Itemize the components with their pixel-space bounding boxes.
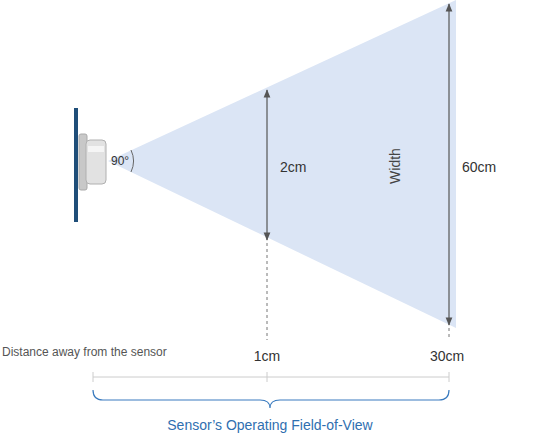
dimension-label: 2cm <box>280 160 306 174</box>
sensor-body <box>86 140 106 184</box>
axis-tick <box>267 372 268 382</box>
dimension-label: 60cm <box>462 160 496 174</box>
range-brace <box>93 390 449 408</box>
distance-label: 30cm <box>430 349 464 363</box>
range-caption: Sensor’s Operating Field-of-View <box>167 418 372 432</box>
distance-label: 1cm <box>254 349 280 363</box>
dimension-arrow <box>448 4 449 325</box>
mounting-plate <box>74 108 78 222</box>
sensor-highlight <box>88 146 104 152</box>
dimension-label: Width <box>388 148 402 184</box>
angle-label: 90° <box>111 155 129 167</box>
axis-tick <box>449 372 450 382</box>
field-of-view-cone <box>108 0 456 328</box>
axis-title: Distance away from the sensor <box>2 346 167 358</box>
dashed-guide <box>449 328 450 340</box>
distance-axis <box>93 377 449 378</box>
axis-tick <box>93 372 94 382</box>
dimension-arrow <box>266 90 267 240</box>
angle-arc <box>131 150 133 172</box>
dashed-guide <box>267 243 268 340</box>
